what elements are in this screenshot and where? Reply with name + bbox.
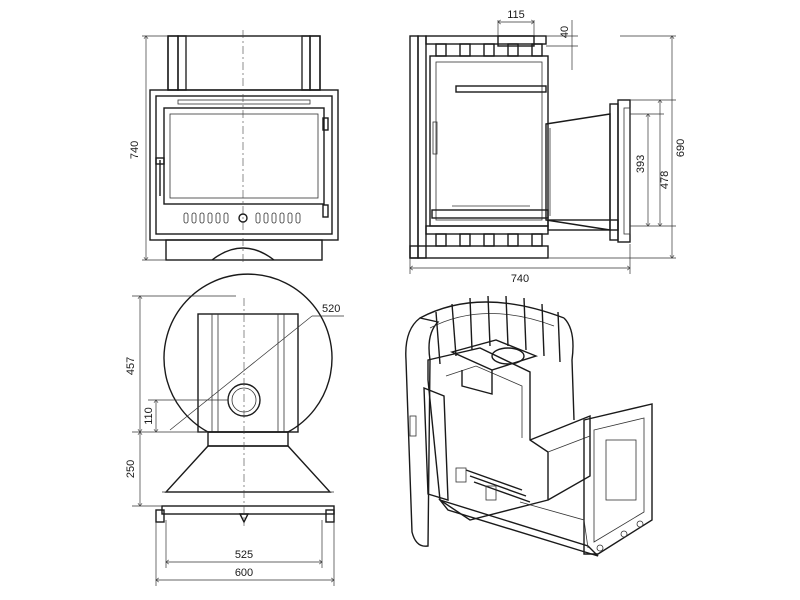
air-slots [183,212,301,224]
rim-bars [435,295,561,365]
side-top-width-label: 115 [507,9,525,21]
top-front-label: 250 [125,460,137,478]
side-h1-label: 393 [635,155,647,173]
top-depth-label: 457 [125,357,137,375]
side-h3-label: 690 [675,139,687,157]
top-view: 520 457 110 250 525 600 [125,273,344,586]
top-width-total-label: 600 [235,567,253,579]
isometric-view [405,295,653,557]
top-flue-offset-label: 110 [143,407,155,425]
grate [455,467,531,503]
top-width-inner-label: 525 [235,549,253,561]
front-view: 740 [129,30,339,264]
side-view: 115 40 740 393 478 690 [409,9,687,285]
side-h2-label: 478 [659,171,671,189]
side-top-height-label: 40 [559,26,571,38]
side-depth-label: 740 [511,273,529,285]
top-radius-label: 520 [322,303,340,315]
front-height-label: 740 [129,141,141,159]
